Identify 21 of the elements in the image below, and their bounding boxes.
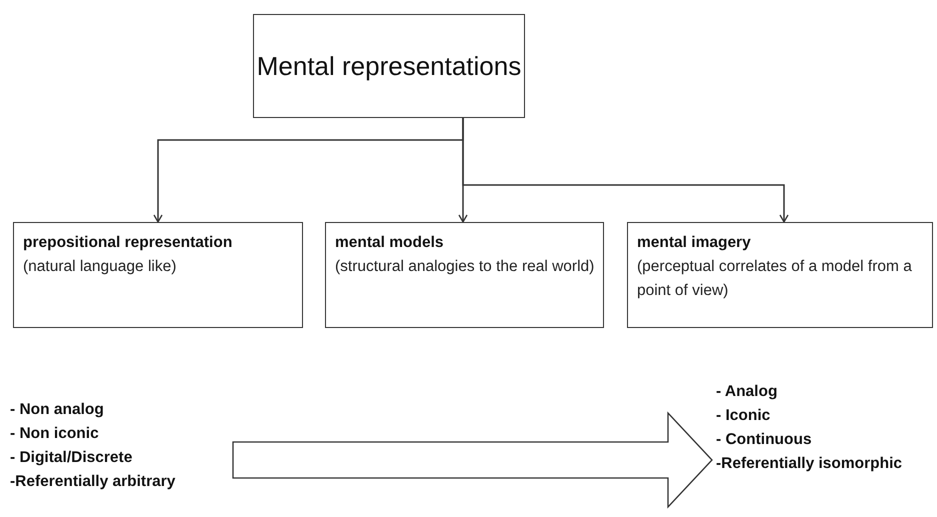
- property-item: -Referentially arbitrary: [10, 472, 176, 492]
- category-box: [13, 222, 303, 328]
- box-heading: mental imagery: [637, 233, 752, 253]
- block-arrow: [232, 411, 713, 509]
- property-item: - Analog: [716, 382, 778, 402]
- property-item: - Non iconic: [10, 424, 99, 444]
- box-heading: prepositional representation: [23, 233, 234, 253]
- category-box: [325, 222, 604, 328]
- box-description: (perceptual correlates of a model from a point of view): [637, 257, 913, 301]
- title-box: [253, 14, 525, 118]
- category-box: [627, 222, 933, 328]
- box-description: (structural analogies to the real world): [335, 257, 595, 277]
- property-item: - Non analog: [10, 400, 104, 420]
- property-item: - Digital/Discrete: [10, 448, 132, 468]
- title-text: Mental representations: [256, 50, 522, 82]
- property-item: - Iconic: [716, 406, 770, 426]
- connector-arrow: [462, 118, 789, 223]
- property-item: -Referentially isomorphic: [716, 454, 902, 474]
- property-item: - Continuous: [716, 430, 812, 450]
- box-description: (natural language like): [23, 257, 178, 277]
- box-heading: mental models: [335, 233, 445, 253]
